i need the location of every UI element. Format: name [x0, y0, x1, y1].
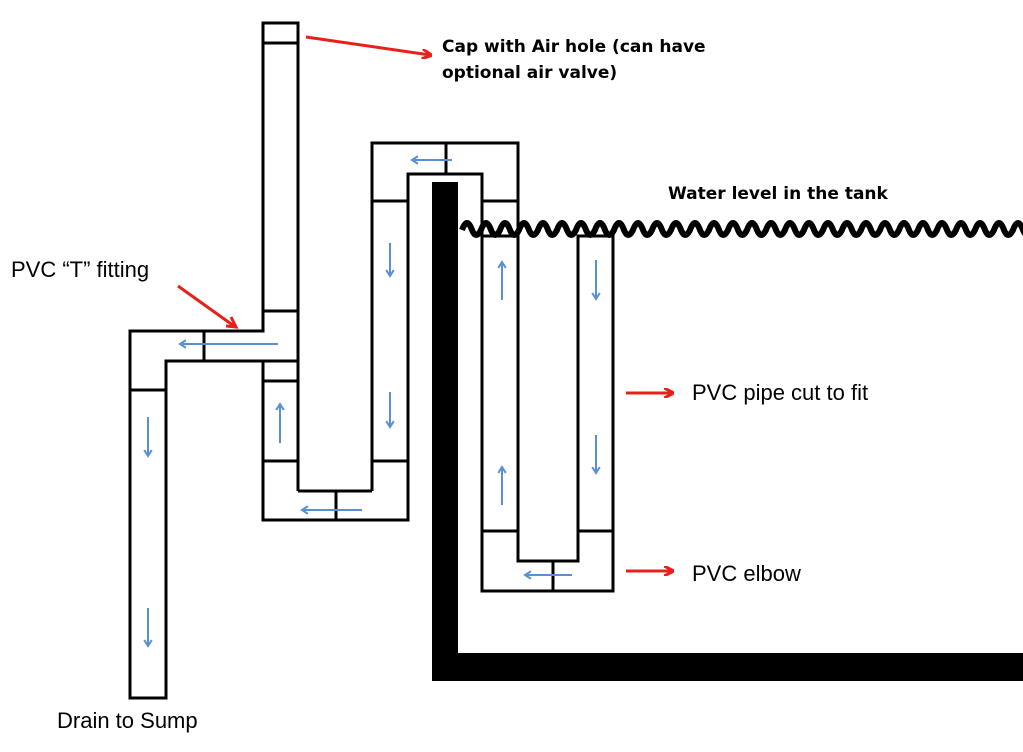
down-leg: [261, 172, 484, 522]
water-level-line: [459, 220, 1023, 238]
drain-label: Drain to Sump: [57, 708, 198, 733]
tank-wall: [432, 182, 1023, 681]
down-arrow-icon: [143, 417, 153, 458]
down-arrow-icon: [591, 260, 601, 301]
left-arrow-icon: [410, 155, 452, 165]
t-fitting-label: PVC “T” fitting: [11, 257, 150, 282]
t-fitting-callout-arrow: [177, 284, 235, 328]
up-arrow-icon: [497, 465, 507, 505]
cap-label-line2: optional air valve): [442, 63, 618, 83]
up-arrow-icon: [497, 260, 507, 300]
cap-callout-arrow: [305, 35, 430, 55]
left-arrow-icon: [523, 570, 572, 580]
elbow-label: PVC elbow: [692, 561, 801, 586]
down-arrow-icon: [385, 243, 395, 278]
up-arrow-icon: [275, 402, 285, 443]
t-fitting: [128, 309, 300, 392]
down-arrow-icon: [591, 435, 601, 475]
left-arrow-icon: [178, 339, 278, 349]
down-arrow-icon: [143, 608, 153, 648]
air-cap: [261, 21, 300, 45]
cap-label-line1: Cap with Air hole (can have: [442, 37, 706, 57]
flow-arrows: [143, 155, 601, 648]
callout-arrows: [177, 35, 672, 571]
left-arrow-icon: [300, 505, 362, 515]
down-arrow-icon: [385, 392, 395, 429]
inner-u-tube: [480, 234, 615, 593]
pvc-pipe-system: [128, 21, 615, 700]
drain-pipe: [128, 390, 168, 700]
pipe-cut-label: PVC pipe cut to fit: [692, 380, 869, 405]
water-level-label: Water level in the tank: [668, 184, 888, 204]
